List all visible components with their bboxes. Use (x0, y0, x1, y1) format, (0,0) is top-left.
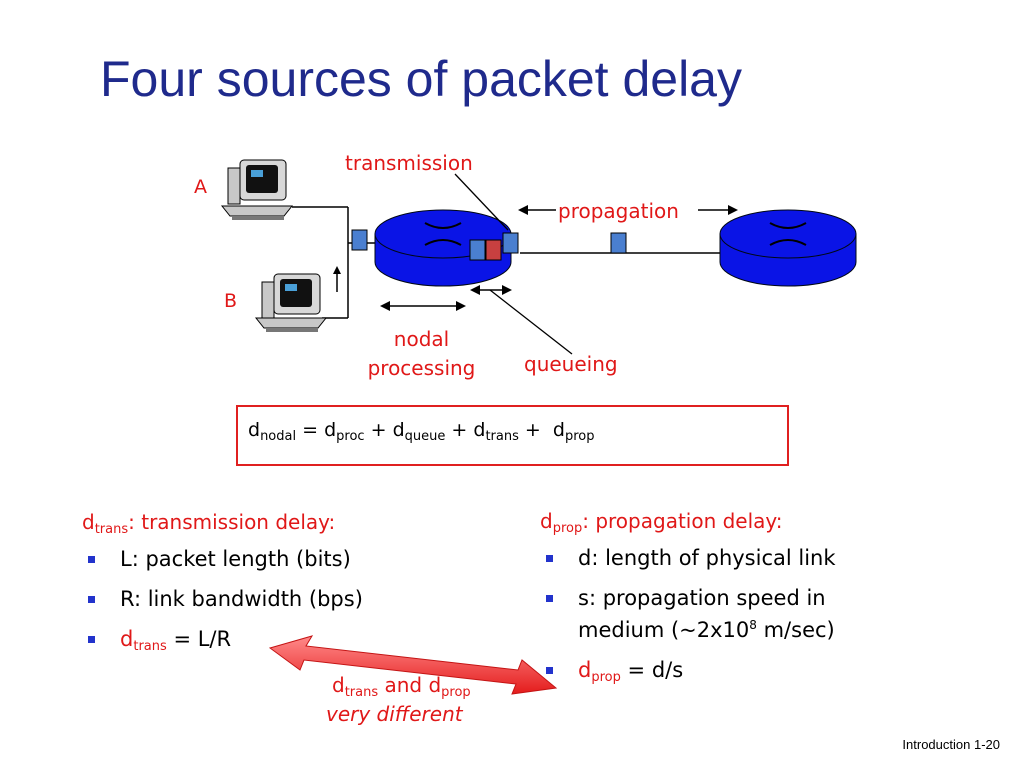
processing-word: processing (367, 356, 476, 380)
prop-delay-heading: dprop: propagation delay: (540, 509, 783, 536)
bullet-icon (88, 596, 95, 603)
queue-arrow-right (502, 285, 512, 295)
propagation-label: propagation (558, 199, 679, 223)
network-diagram (220, 159, 857, 355)
packet-propagating (610, 232, 627, 254)
trans-delay-list: L: packet length (bits) R: link bandwidt… (82, 546, 502, 673)
list-item: d: length of physical link (540, 545, 980, 572)
queueing-label: queueing (524, 352, 618, 376)
computer-icon-b (254, 273, 328, 332)
computer-icon-a (220, 159, 294, 220)
nodal-processing-label: nodal processing (359, 325, 484, 383)
bullet-icon (546, 667, 553, 674)
propagation-arrow-right (728, 205, 738, 215)
callout-line2: very different (326, 702, 463, 726)
nodal-delay-formula: dnodal = dproc + dqueue + dtrans + dprop (248, 419, 595, 444)
nodal-delay-formula-box: dnodal = dproc + dqueue + dtrans + dprop (236, 405, 789, 466)
packet-queued (469, 239, 486, 261)
prop-delay-list: d: length of physical link s: propagatio… (540, 545, 980, 704)
bullet-icon (88, 636, 95, 643)
queue-arrow-left (470, 285, 480, 295)
transmission-pointer (454, 173, 509, 231)
nodal-arrow-right (456, 301, 466, 311)
router-right (719, 209, 857, 287)
list-item: dprop = d/s (540, 657, 980, 691)
packet-queued-red (485, 239, 502, 261)
propagation-arrow-left (518, 205, 528, 215)
list-item: L: packet length (bits) (82, 546, 502, 573)
nodal-arrow-left (380, 301, 390, 311)
slide-footer: Introduction 1-20 (902, 737, 1000, 752)
bullet-icon (88, 556, 95, 563)
nodal-word: nodal (393, 327, 450, 351)
list-item: R: link bandwidth (bps) (82, 586, 502, 613)
host-a-label: A (194, 176, 207, 198)
packet-transmitting (502, 232, 519, 254)
list-item: dtrans = L/R (82, 626, 502, 660)
trans-delay-heading: dtrans: transmission delay: (82, 510, 336, 537)
bullet-icon (546, 595, 553, 602)
bullet-icon (546, 555, 553, 562)
comparison-double-arrow (268, 635, 558, 695)
callout-line1: dtrans and dprop (332, 673, 471, 700)
transmission-label: transmission (345, 151, 473, 175)
host-b-label: B (224, 290, 238, 312)
queueing-pointer (489, 289, 573, 355)
page-title: Four sources of packet delay (100, 51, 742, 107)
packet-arriving (351, 229, 368, 251)
